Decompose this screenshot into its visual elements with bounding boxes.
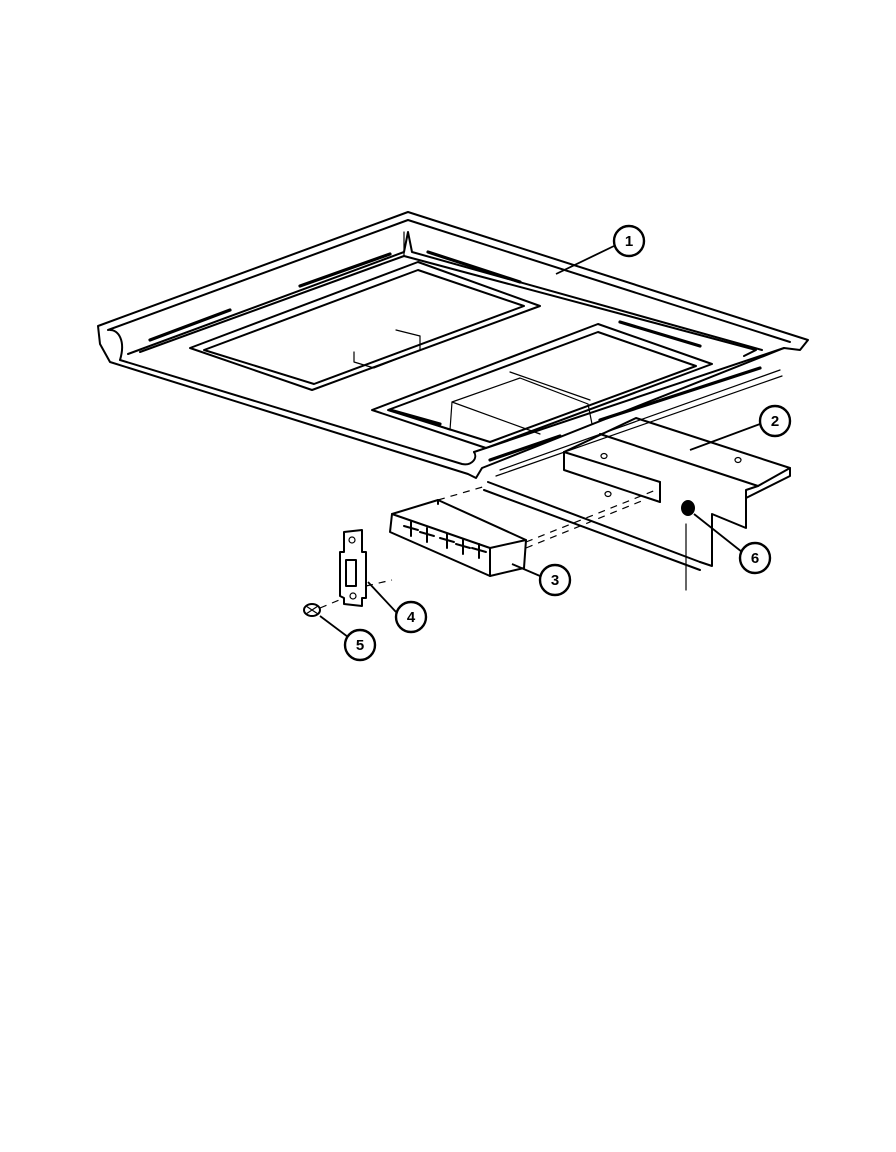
callout-5-label: 5: [356, 637, 364, 654]
callout-1: 1: [612, 224, 646, 258]
screw-part: [303, 597, 345, 617]
control-slots: [403, 521, 487, 559]
switch-bracket-part: [339, 529, 393, 607]
callout-5: 5: [343, 628, 377, 662]
callout-3-label: 3: [551, 572, 559, 589]
top-panel-part: [97, 211, 809, 479]
bracket-part: [483, 417, 791, 591]
callout-1-label: 1: [625, 233, 633, 250]
callout-2: 2: [758, 404, 792, 438]
callout-4: 4: [394, 600, 428, 634]
callout-3: 3: [538, 563, 572, 597]
callout-6: 6: [738, 541, 772, 575]
control-panel-part: [389, 485, 657, 577]
callout-6-label: 6: [751, 550, 759, 567]
callout-4-label: 4: [407, 609, 416, 626]
callout-2-label: 2: [771, 413, 779, 430]
plug-part: [681, 500, 695, 516]
